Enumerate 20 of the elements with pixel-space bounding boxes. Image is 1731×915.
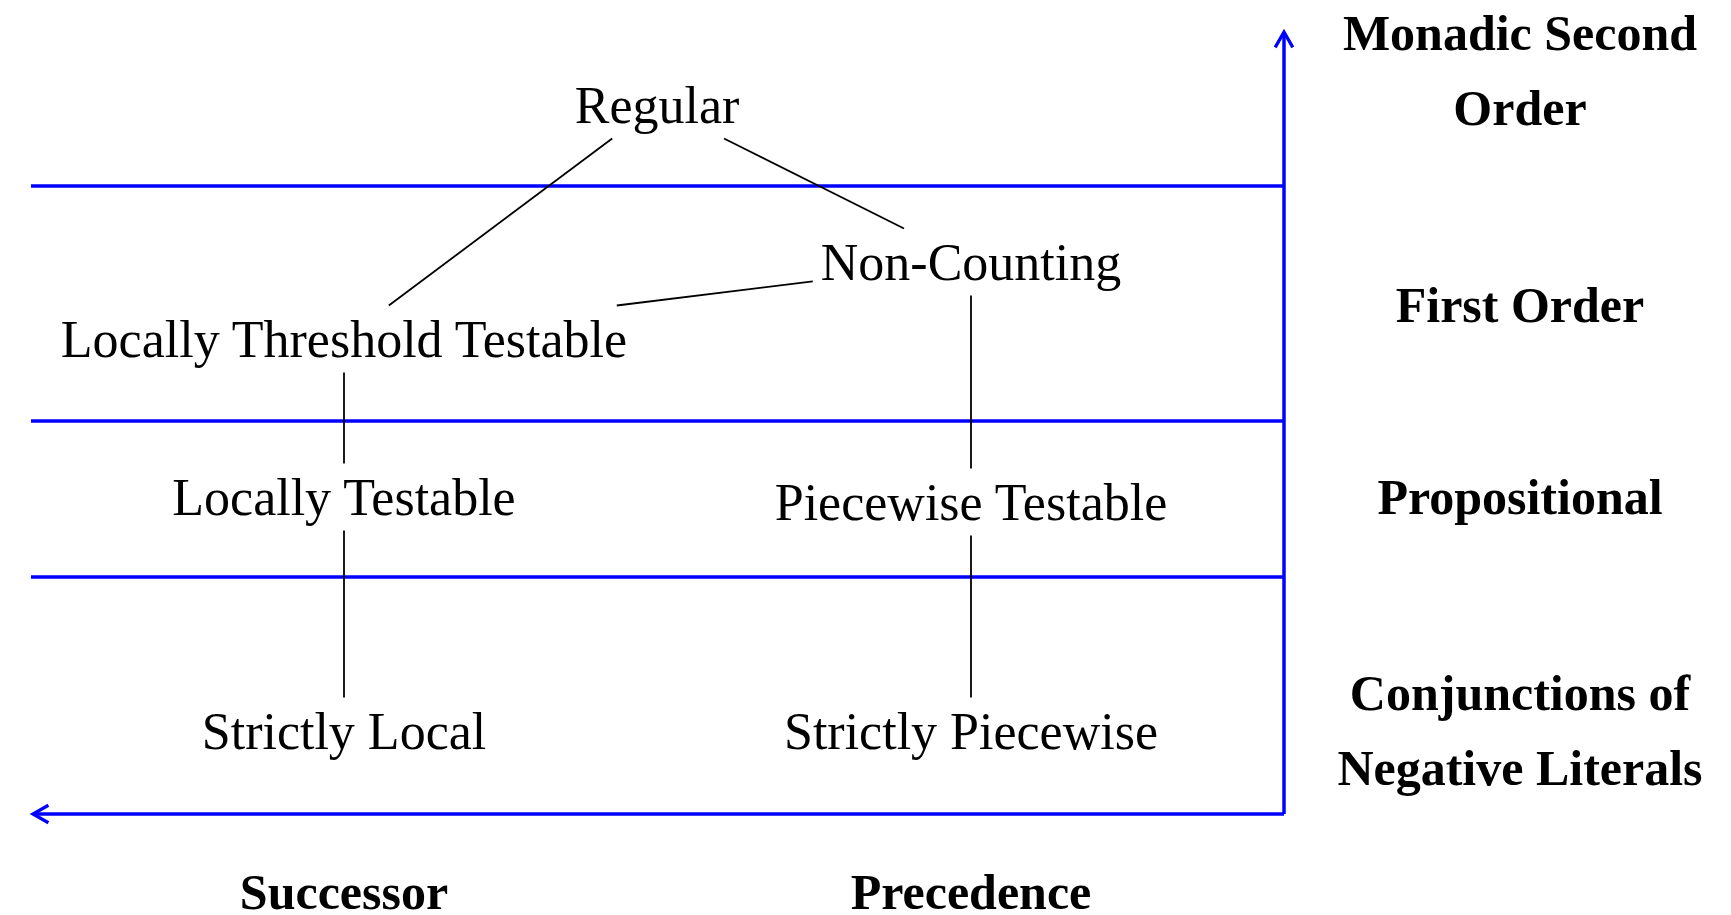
connector-line: [970, 534, 972, 699]
connector-line: [615, 280, 814, 307]
connector-line: [343, 529, 345, 699]
level-label: Propositional: [1376, 467, 1664, 527]
connector-line: [970, 294, 972, 470]
level-label: Monadic Second Order: [1341, 4, 1699, 138]
connector-line: [343, 371, 345, 465]
class-label: Locally Testable: [168, 467, 520, 527]
level-label: Successor: [238, 862, 450, 915]
class-label: Strictly Piecewise: [780, 701, 1162, 761]
class-label: Piecewise Testable: [770, 472, 1172, 532]
class-label: Non-Counting: [816, 232, 1126, 292]
connector-line: [723, 137, 905, 230]
class-label: Regular: [570, 75, 744, 135]
class-label: Strictly Local: [197, 701, 491, 761]
class-label: Locally Threshold Testable: [56, 309, 632, 369]
level-label: First Order: [1394, 275, 1646, 335]
level-label: Precedence: [849, 862, 1093, 915]
level-label: Conjunctions of Negative Literals: [1336, 664, 1704, 798]
connector-line: [387, 137, 614, 307]
